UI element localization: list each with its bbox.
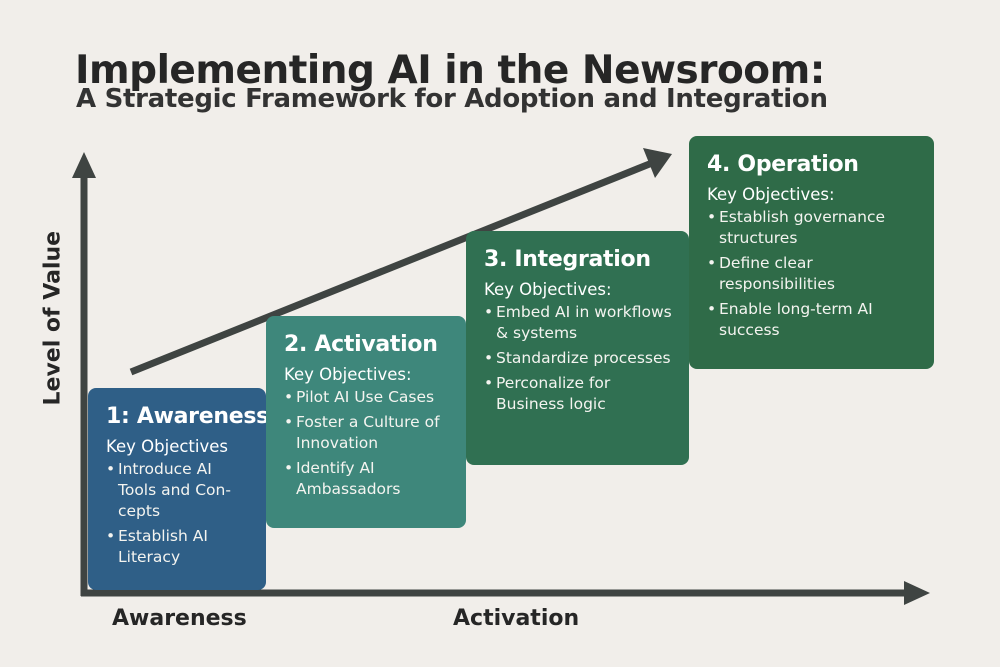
stage-title: 3. Integration bbox=[484, 247, 651, 272]
page-subtitle: A Strategic Framework for Adoption and I… bbox=[76, 84, 828, 114]
objective-item: Introduce AI Tools and Con-cepts bbox=[106, 459, 254, 522]
y-axis-arrowhead bbox=[72, 152, 96, 178]
objective-item: Establish governance structures bbox=[707, 207, 922, 249]
stage-heading: Key Objectives: bbox=[284, 365, 412, 384]
stage-title: 1: Awareness bbox=[106, 404, 269, 429]
objective-item: Pilot AI Use Cases bbox=[284, 387, 454, 408]
stage-activation: 2. Activation Key Objectives: Pilot AI U… bbox=[266, 316, 466, 528]
y-axis-label: Level of Value bbox=[40, 230, 66, 406]
x-axis-label-awareness: Awareness bbox=[112, 606, 247, 631]
stage-operation: 4. Operation Key Objectives: Establish g… bbox=[689, 136, 934, 369]
x-axis-arrowhead bbox=[904, 581, 930, 605]
objective-item: Perconalize for Business logic bbox=[484, 373, 677, 415]
stage-title: 4. Operation bbox=[707, 152, 859, 177]
objective-item: Standardize processes bbox=[484, 348, 677, 369]
stage-heading: Key Objectives: bbox=[707, 185, 835, 204]
trend-line bbox=[129, 159, 654, 376]
objective-item: Define clear responsibilities bbox=[707, 253, 922, 295]
objective-item: Embed AI in workflows & systems bbox=[484, 302, 677, 344]
objective-item: Identify AI Ambassadors bbox=[284, 458, 454, 500]
stage-awareness: 1: Awareness Key Objectives Introduce AI… bbox=[88, 388, 269, 590]
stage-heading: Key Objectives bbox=[106, 437, 228, 456]
objective-item: Foster a Culture of Innovation bbox=[284, 412, 454, 454]
trend-arrowhead bbox=[643, 148, 672, 178]
x-axis-label-activation: Activation bbox=[453, 606, 580, 631]
page-title: Implementing AI in the Newsroom: bbox=[75, 48, 825, 93]
objective-item: Establish AI Literacy bbox=[106, 526, 254, 568]
stage-title: 2. Activation bbox=[284, 332, 438, 357]
stage-integration: 3. Integration Key Objectives: Embed AI … bbox=[466, 231, 689, 465]
objective-item: Enable long-term AI success bbox=[707, 299, 922, 341]
stage-heading: Key Objectives: bbox=[484, 280, 612, 299]
